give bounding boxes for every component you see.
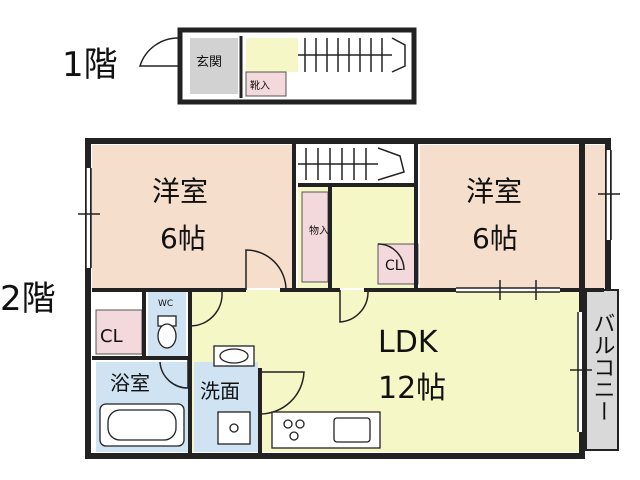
toilet-label: WC bbox=[158, 299, 173, 309]
washroom-label: 洗面 bbox=[200, 379, 240, 403]
first-floor-label: 1階 bbox=[62, 45, 118, 85]
shoe-storage bbox=[245, 71, 287, 97]
second-floor-wall bbox=[85, 138, 585, 459]
bathroom-label: 浴室 bbox=[110, 371, 150, 395]
closet-right-label: CL bbox=[385, 258, 403, 274]
western-room-left bbox=[92, 145, 292, 288]
ldk-size: 12帖 bbox=[378, 371, 446, 406]
western-right-name: 洋室 bbox=[466, 175, 522, 208]
bathtub-icon bbox=[99, 403, 185, 447]
closet-left bbox=[95, 309, 143, 355]
entrance-area bbox=[190, 38, 238, 94]
door-swings bbox=[159, 243, 405, 415]
stairs-icon bbox=[298, 37, 406, 73]
washing-machine-icon bbox=[217, 411, 251, 445]
ldk-name: LDK bbox=[378, 325, 439, 360]
hall-area bbox=[246, 38, 298, 72]
first-floor-plan bbox=[138, 27, 417, 105]
western-left-name: 洋室 bbox=[152, 175, 208, 208]
shoe-storage-label: 靴入 bbox=[250, 79, 270, 92]
western-room-right bbox=[420, 145, 605, 288]
western-right-size: 6帖 bbox=[472, 222, 518, 255]
windows bbox=[78, 150, 620, 432]
storage-closet bbox=[301, 191, 329, 283]
right-room-wall bbox=[416, 138, 611, 290]
toilet-icon bbox=[157, 315, 177, 349]
second-floor-label: 2階 bbox=[0, 279, 56, 319]
balcony-label: バルコニー bbox=[590, 312, 615, 422]
storage-label: 物入 bbox=[309, 224, 329, 237]
stairs-2f-icon bbox=[298, 147, 405, 181]
kitchen-counter bbox=[271, 411, 381, 449]
entrance-label: 玄関 bbox=[196, 55, 222, 70]
closet-left-label: CL bbox=[100, 326, 123, 347]
second-floor-plan bbox=[78, 138, 620, 459]
interior-walls bbox=[92, 141, 604, 456]
washbasin-icon bbox=[213, 345, 255, 367]
entrance-door bbox=[138, 37, 181, 67]
western-left-size: 6帖 bbox=[160, 222, 206, 255]
